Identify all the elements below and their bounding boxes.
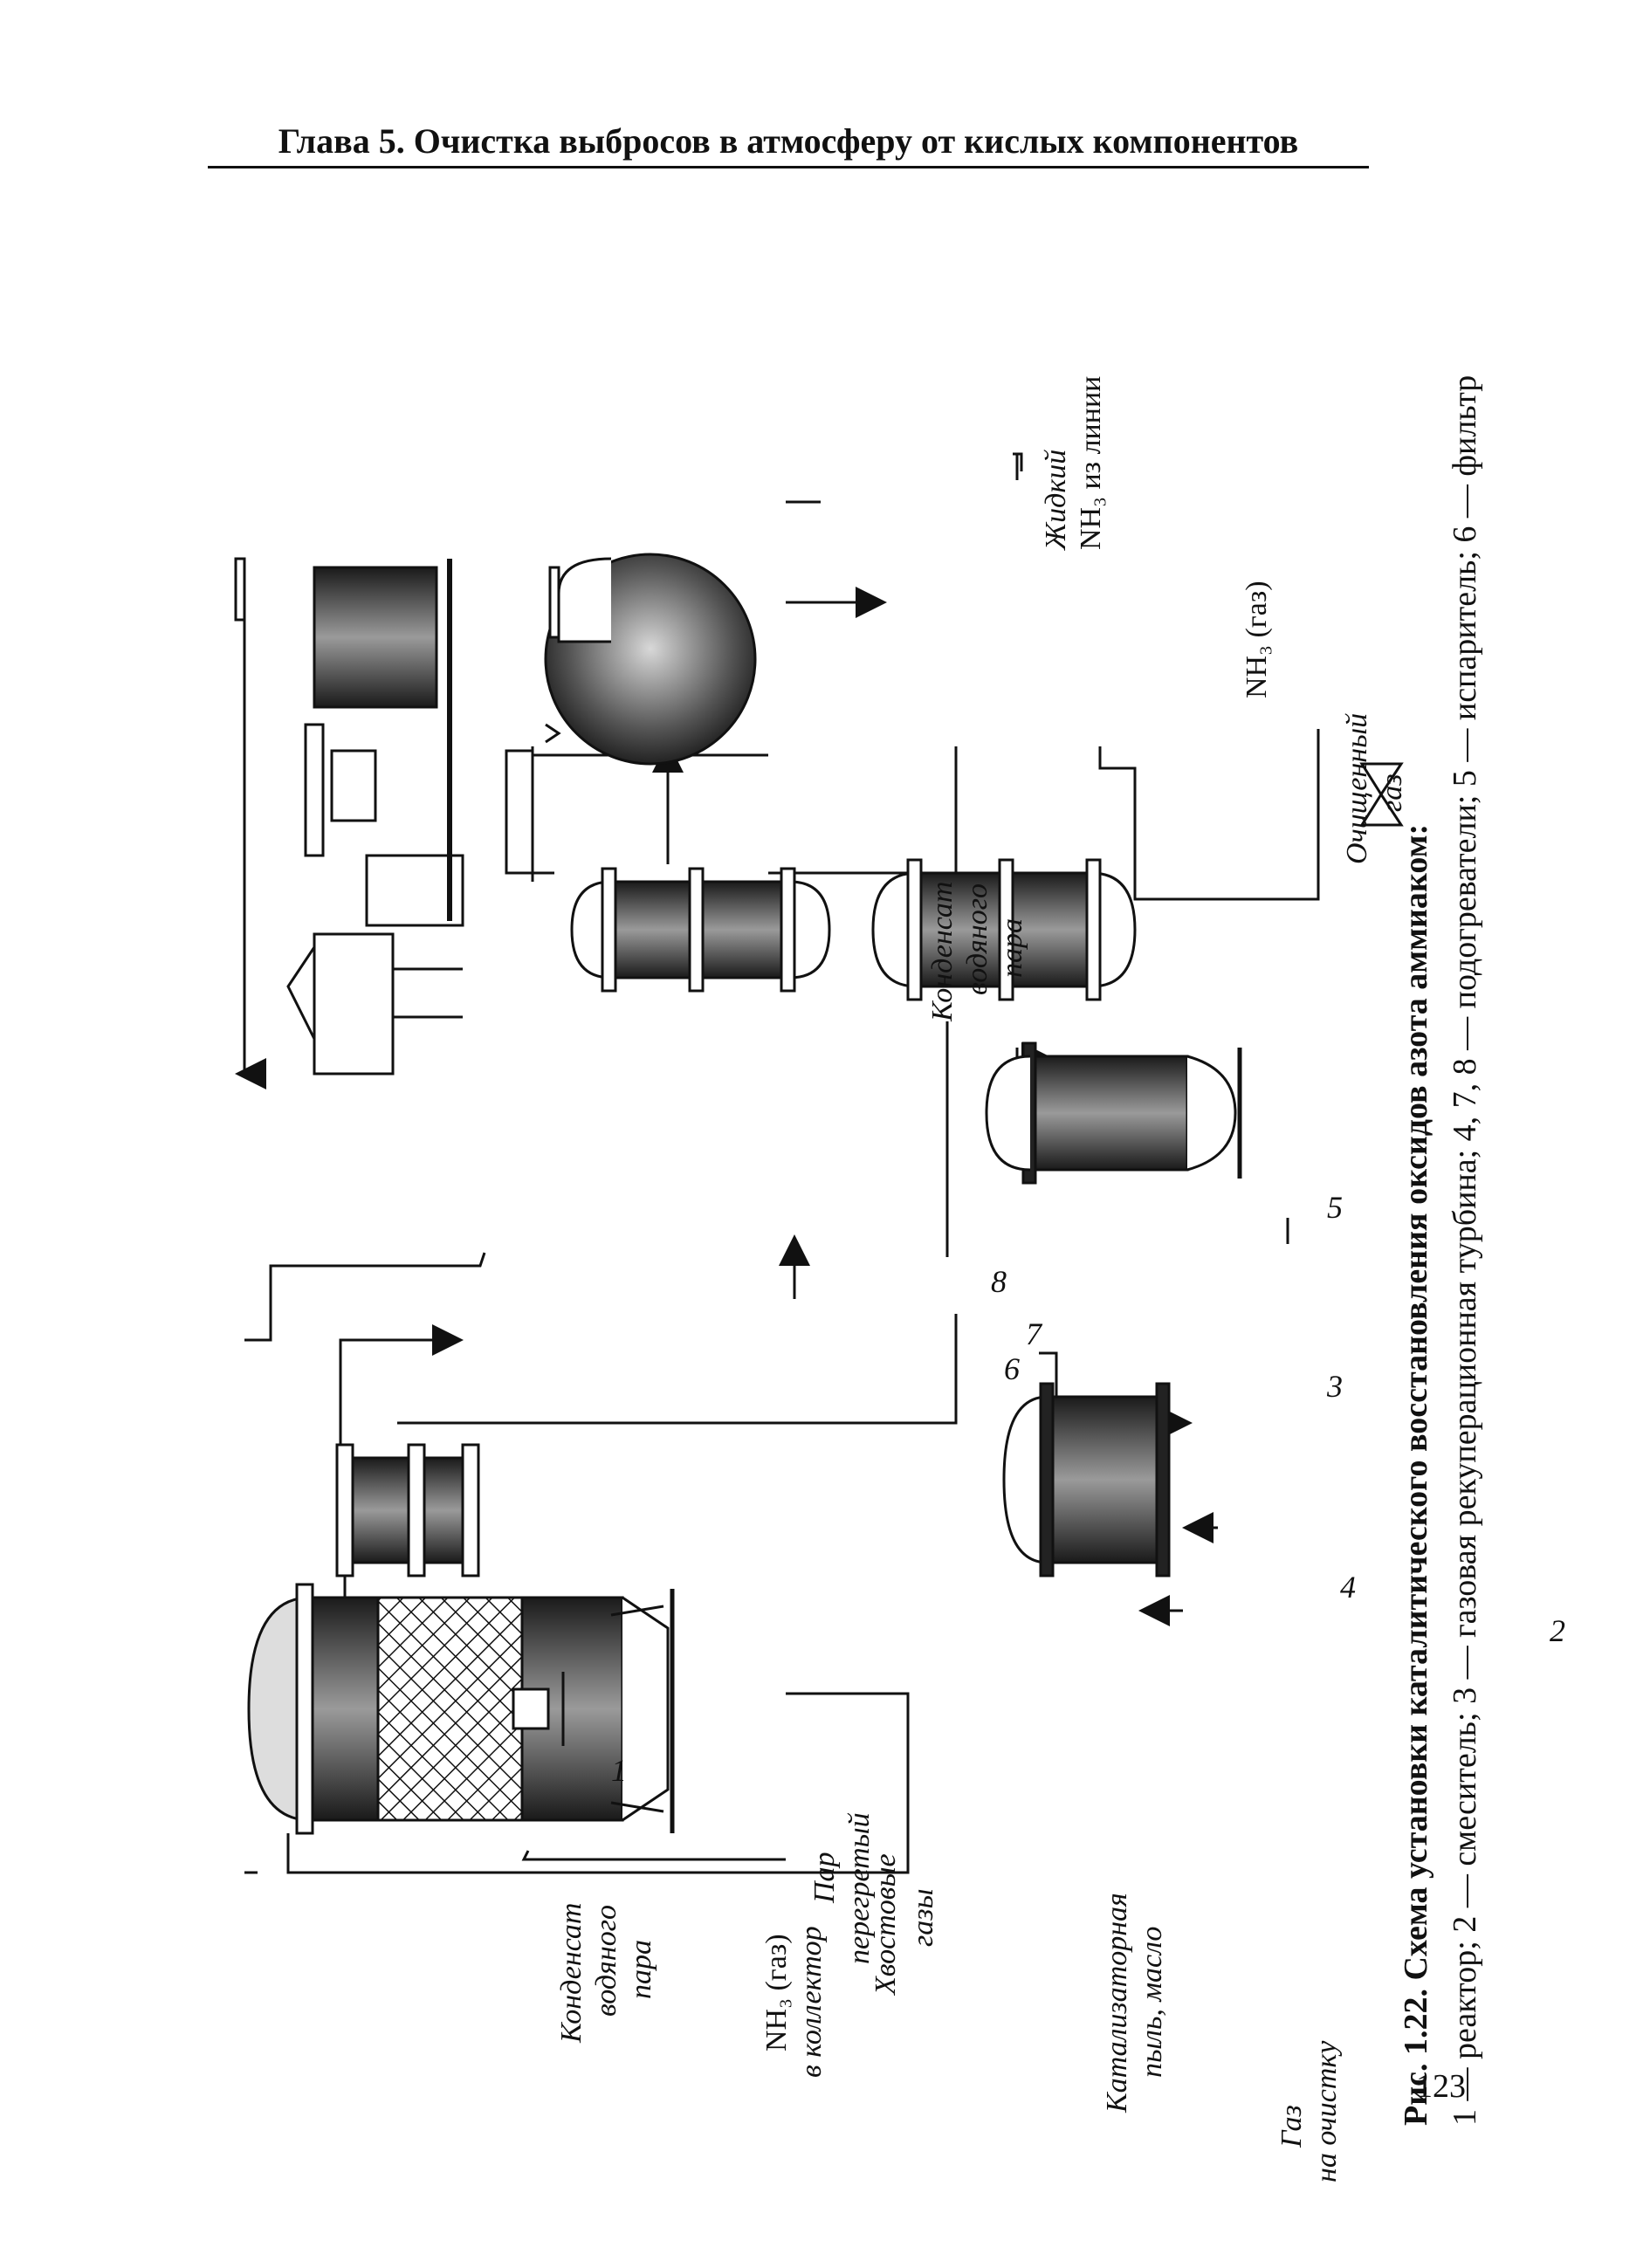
label-condensate-left-1: Конденсат — [555, 1903, 588, 2045]
label-nh3-collector-2: в коллектор — [795, 1926, 828, 2078]
number-2: 2 — [1550, 1613, 1565, 1648]
evaporator-5 — [544, 553, 757, 766]
mixer-2 — [335, 1443, 480, 1577]
caption-legend: 1 — реактор; 2 — смеситель; 3 — газовая … — [1447, 375, 1483, 2126]
turbine-3 — [286, 559, 464, 1076]
page-number: 123 — [1416, 2068, 1466, 2105]
filter-6 — [985, 1041, 1242, 1185]
heater-7 — [871, 858, 1137, 1001]
number-4: 4 — [1340, 1570, 1356, 1605]
label-condensate-right-2: водяного — [961, 883, 993, 995]
label-gas-cleaning-2: на очистку — [1310, 2040, 1343, 2182]
heater-4 — [570, 867, 831, 993]
number-7: 7 — [1026, 1316, 1043, 1351]
label-condensate-left-3: пара — [625, 1940, 657, 1999]
label-steam-2: перегретый — [843, 1812, 876, 1964]
number-5: 5 — [1327, 1190, 1343, 1225]
label-gas-cleaning-1: Газ — [1275, 2105, 1308, 2148]
label-nh3-collector-1: NH₃ (газ) — [760, 1934, 793, 2052]
running-header: Глава 5. Очистка выбросов в атмосферу от… — [208, 113, 1369, 168]
number-6: 6 — [1004, 1351, 1020, 1386]
label-tail-gases-2: газы — [907, 1888, 939, 1947]
number-8: 8 — [991, 1264, 1007, 1299]
number-3: 3 — [1326, 1369, 1343, 1404]
valve — [1359, 762, 1404, 827]
label-clean-gas-1: Очищенный — [1341, 713, 1373, 864]
label-clean-gas-2: газ — [1376, 773, 1408, 812]
label-condensate-left-2: водяного — [590, 1905, 622, 2017]
caption-title: Рис. 1.22. Схема установки каталитическо… — [1398, 823, 1434, 2126]
label-tail-gases-1: Хвостовые — [870, 1853, 902, 1997]
label-condensate-right-3: пара — [996, 918, 1028, 978]
heater-8 — [1002, 1382, 1171, 1577]
label-nh3-gas: NH₃ (газ) — [1241, 581, 1273, 698]
header-title: Глава 5. Очистка выбросов в атмосферу от… — [278, 121, 1299, 161]
label-catalyst-dust-1: Катализаторная — [1101, 1893, 1133, 2113]
number-1: 1 — [611, 1753, 627, 1788]
label-catalyst-dust-2: пыль, масло — [1136, 1927, 1168, 2078]
pipelines — [234, 452, 1320, 1874]
label-condensate-right-1: Конденсат — [926, 882, 959, 1023]
label-steam-1: Пар — [808, 1852, 841, 1904]
equipment-numbers: 1 2 3 4 5 6 7 8 — [611, 1190, 1565, 1788]
figure-caption: Рис. 1.22. Схема установки каталитическо… — [1375, 201, 1506, 2130]
label-liquid-nh3-2: NH₃ из линии — [1075, 376, 1107, 550]
reactor-1 — [247, 1583, 675, 1835]
stream-labels: Очищенный газ Хвостовые газы Пар перегре… — [555, 376, 1408, 2182]
label-liquid-nh3-1: Жидкий — [1040, 450, 1072, 551]
